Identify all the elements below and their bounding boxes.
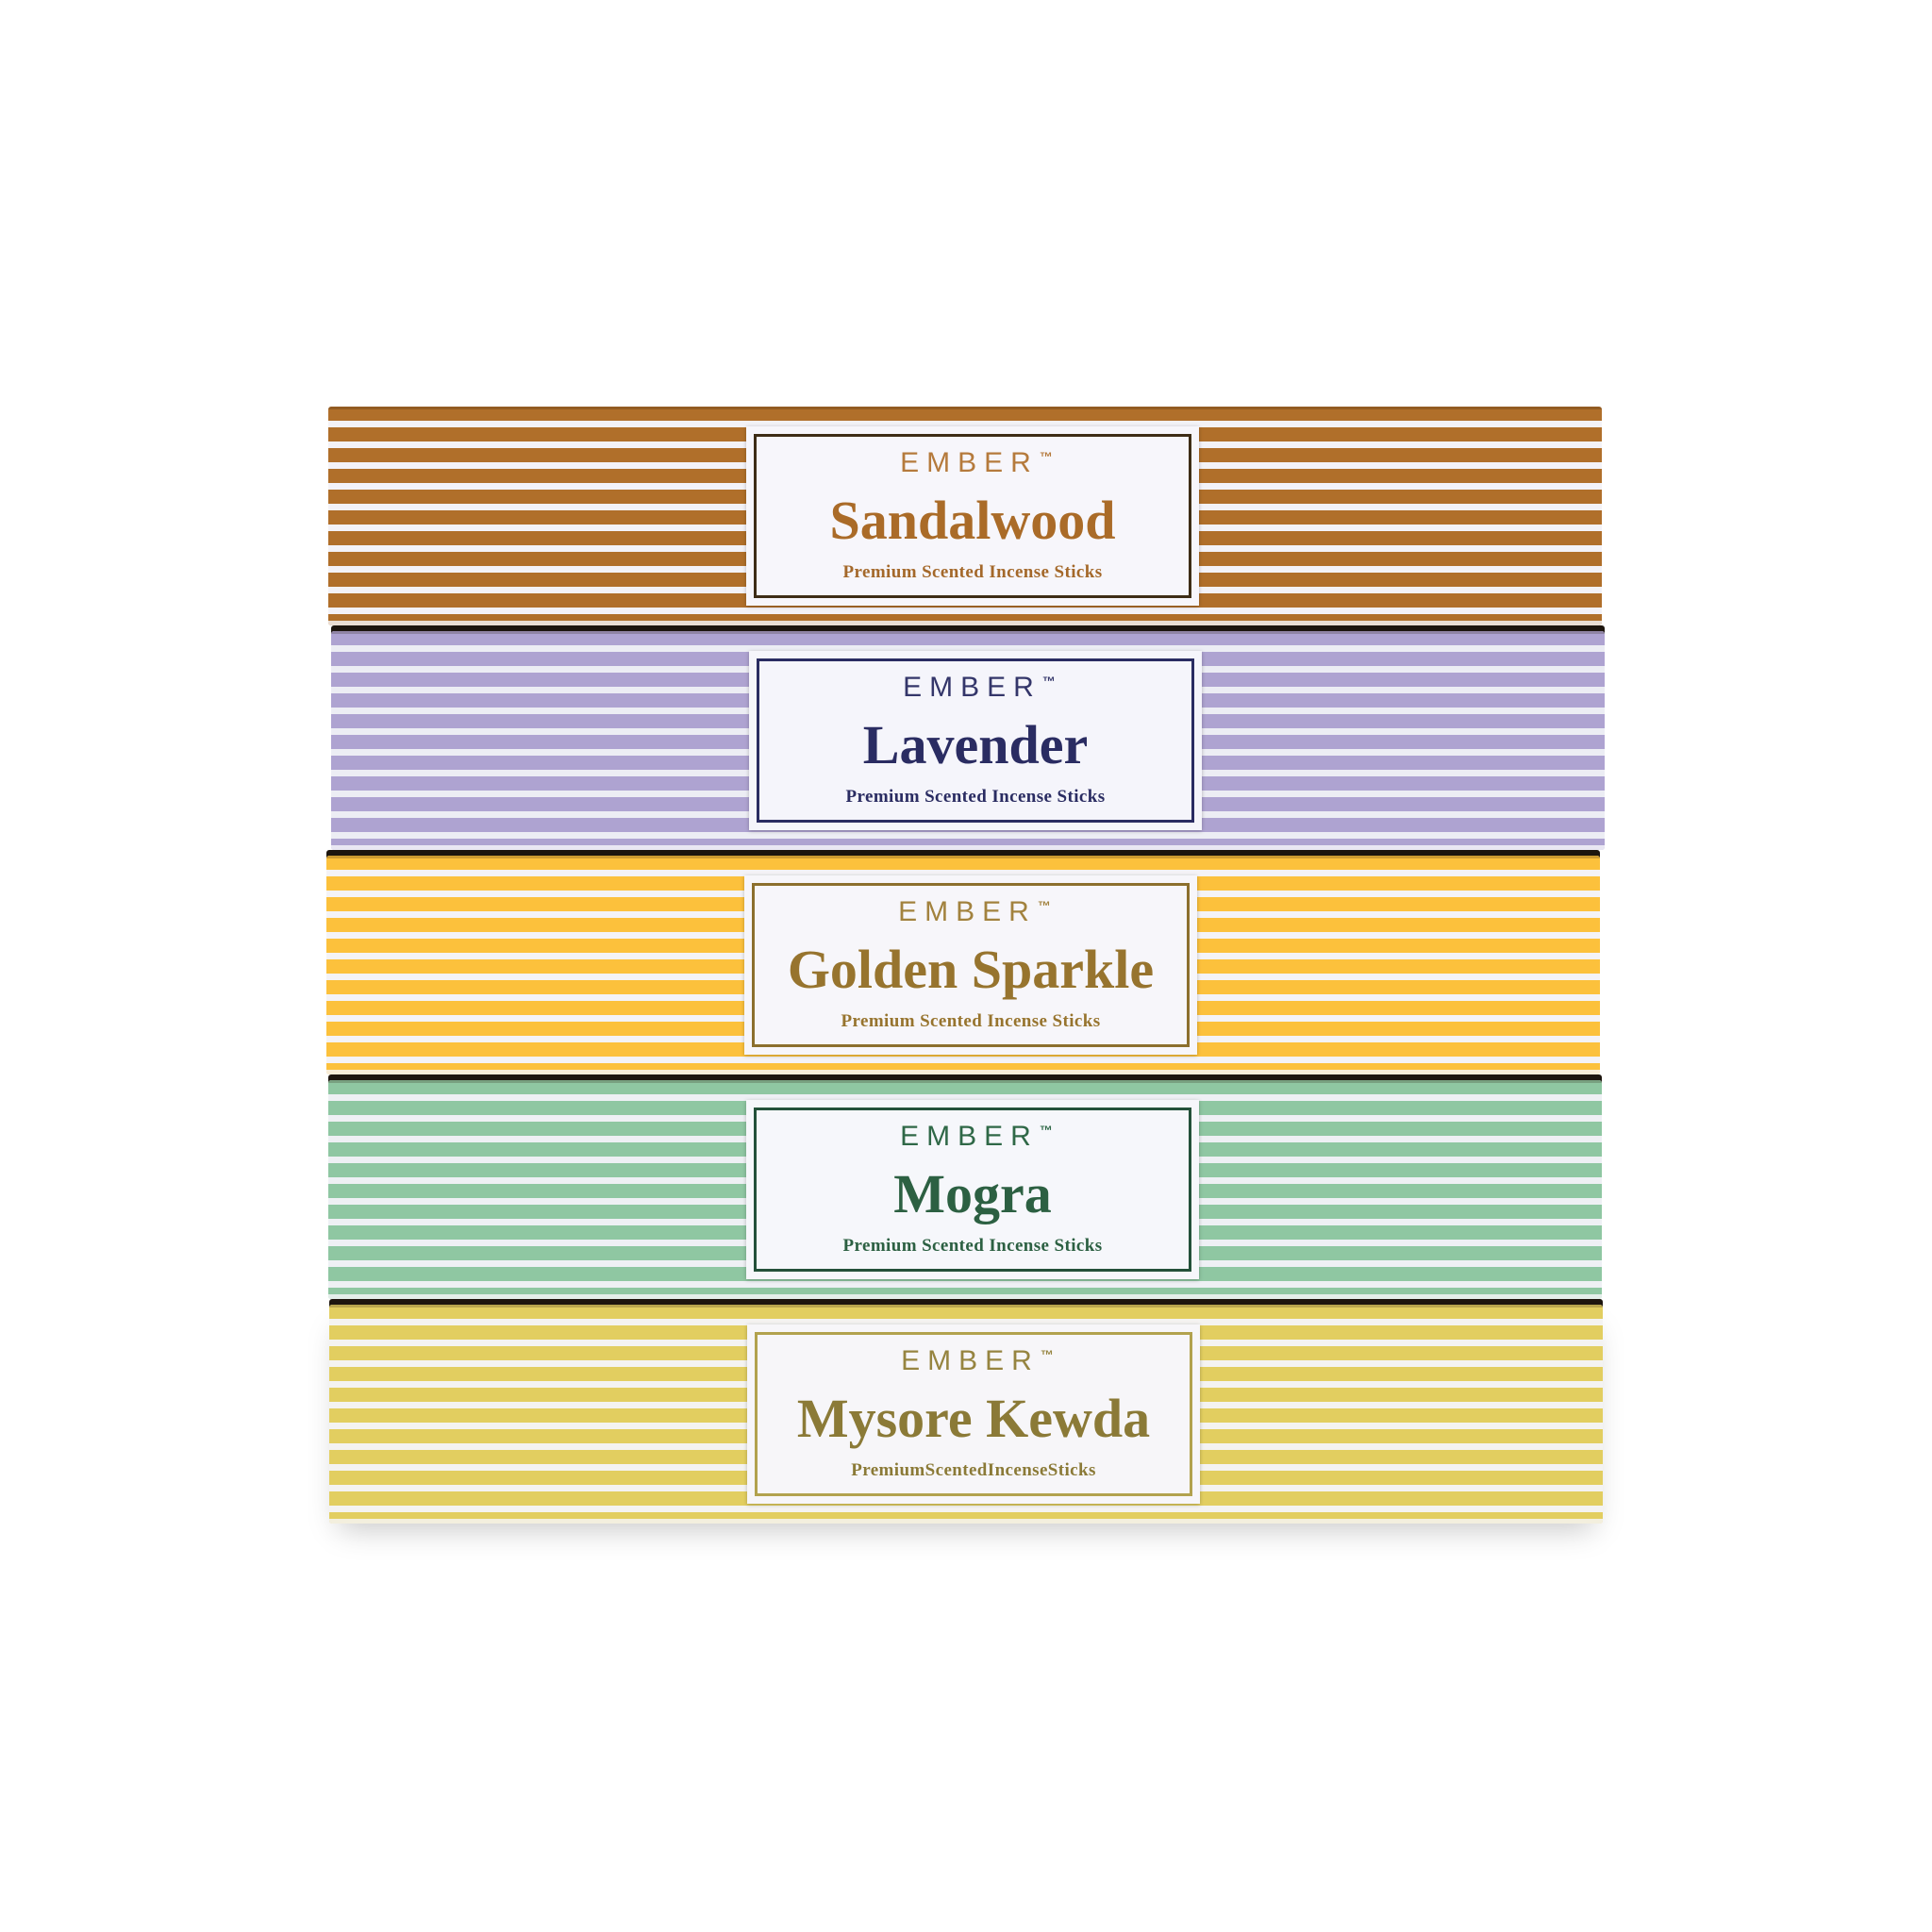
box-bottom-rim (326, 1070, 1600, 1074)
incense-box-golden-sparkle: EMBER™ Golden Sparkle Premium Scented In… (326, 856, 1600, 1074)
product-label: EMBER™ Sandalwood Premium Scented Incens… (746, 426, 1199, 606)
incense-box-stack: EMBER™ Sandalwood Premium Scented Incens… (326, 407, 1605, 1524)
label-tagline: Premium Scented Incense Sticks (841, 1011, 1101, 1031)
trademark-symbol: ™ (1039, 1123, 1053, 1138)
label-frame: EMBER™ Mogra Premium Scented Incense Sti… (754, 1108, 1191, 1272)
brand-wordmark: EMBER (898, 896, 1037, 927)
scent-name: Mysore Kewda (796, 1387, 1151, 1449)
brand-line: EMBER™ (891, 898, 1051, 926)
box-bottom-rim (328, 1294, 1602, 1299)
incense-box-mysore-kewda: EMBER™ Mysore Kewda PremiumScentedIncens… (329, 1305, 1603, 1524)
incense-box-sandalwood: EMBER™ Sandalwood Premium Scented Incens… (328, 407, 1602, 625)
label-tagline: Premium Scented Incense Sticks (842, 562, 1103, 582)
trademark-symbol: ™ (1039, 449, 1053, 464)
brand-line: EMBER™ (892, 1123, 1053, 1151)
label-tagline: Premium Scented Incense Sticks (845, 787, 1106, 807)
scent-name: Golden Sparkle (787, 938, 1155, 1000)
product-label: EMBER™ Lavender Premium Scented Incense … (749, 651, 1202, 830)
label-tagline: Premium Scented Incense Sticks (842, 1236, 1103, 1256)
box-bottom-rim (328, 621, 1602, 625)
label-frame: EMBER™ Sandalwood Premium Scented Incens… (754, 434, 1191, 598)
box-bottom-rim (331, 845, 1605, 850)
product-label: EMBER™ Mysore Kewda PremiumScentedIncens… (747, 1324, 1200, 1504)
brand-line: EMBER™ (892, 449, 1053, 477)
label-frame: EMBER™ Mysore Kewda PremiumScentedIncens… (755, 1332, 1192, 1496)
trademark-symbol: ™ (1040, 1347, 1054, 1362)
brand-line: EMBER™ (895, 674, 1056, 702)
box-bottom-rim (329, 1519, 1603, 1524)
brand-line: EMBER™ (893, 1347, 1054, 1375)
brand-wordmark: EMBER (901, 1345, 1040, 1376)
trademark-symbol: ™ (1041, 674, 1056, 689)
scent-name: Mogra (893, 1162, 1052, 1224)
brand-wordmark: EMBER (900, 447, 1039, 478)
incense-box-mogra: EMBER™ Mogra Premium Scented Incense Sti… (328, 1080, 1602, 1299)
trademark-symbol: ™ (1037, 898, 1051, 913)
product-label: EMBER™ Mogra Premium Scented Incense Sti… (746, 1100, 1199, 1279)
label-tagline: PremiumScentedIncenseSticks (851, 1460, 1096, 1480)
brand-wordmark: EMBER (903, 672, 1041, 703)
incense-box-lavender: EMBER™ Lavender Premium Scented Incense … (331, 631, 1605, 850)
label-frame: EMBER™ Golden Sparkle Premium Scented In… (752, 883, 1190, 1047)
brand-wordmark: EMBER (900, 1121, 1039, 1152)
product-label: EMBER™ Golden Sparkle Premium Scented In… (744, 875, 1197, 1055)
label-frame: EMBER™ Lavender Premium Scented Incense … (757, 658, 1194, 823)
scent-name: Sandalwood (829, 489, 1116, 551)
scent-name: Lavender (862, 713, 1089, 775)
